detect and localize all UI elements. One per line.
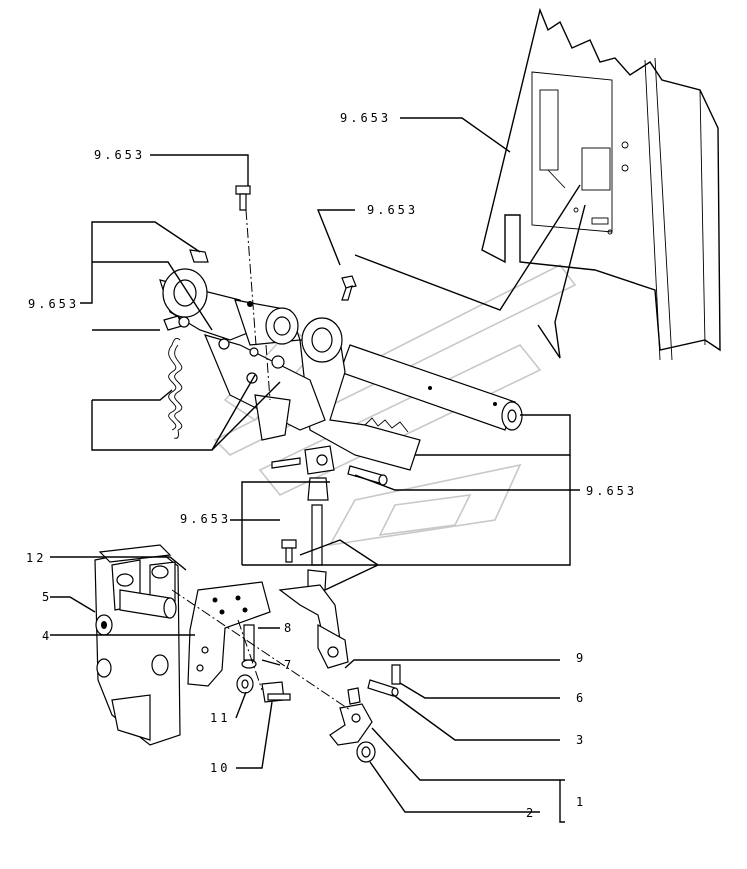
label-12: 12 [26, 551, 46, 565]
return-spring [168, 337, 183, 439]
label-ref-left: 9.653 [28, 297, 79, 311]
bolts [163, 185, 357, 563]
label-5: 5 [42, 590, 52, 604]
label-ref-top-right: 9.653 [340, 111, 391, 125]
pedal-shaft [339, 344, 523, 431]
label-2: 2 [526, 806, 536, 820]
label-7: 7 [284, 658, 294, 672]
label-4: 4 [42, 629, 52, 643]
pedal-arm [299, 317, 421, 471]
label-11: 11 [210, 711, 230, 725]
label-ref-top-mid: 9.653 [367, 203, 418, 217]
lower-clevis-parts [329, 664, 401, 763]
label-ref-mid-left: 9.653 [180, 512, 231, 526]
label-1: 1 [576, 795, 586, 809]
label-6: 6 [576, 691, 586, 705]
label-10: 10 [210, 761, 230, 775]
linkage-rod [271, 445, 388, 669]
mounting-bracket [187, 581, 291, 703]
callout-labels: 9.653 9.653 9.653 9.653 9.653 9.653 12 5… [26, 111, 637, 820]
valve-body [94, 544, 181, 746]
label-9: 9 [576, 651, 586, 665]
label-ref-top-left: 9.653 [94, 148, 145, 162]
centerlines [171, 209, 351, 711]
label-ref-right: 9.653 [586, 484, 637, 498]
frame-panel [481, 7, 721, 361]
label-3: 3 [576, 733, 586, 747]
label-8: 8 [284, 621, 294, 635]
leader-lines [50, 117, 586, 823]
